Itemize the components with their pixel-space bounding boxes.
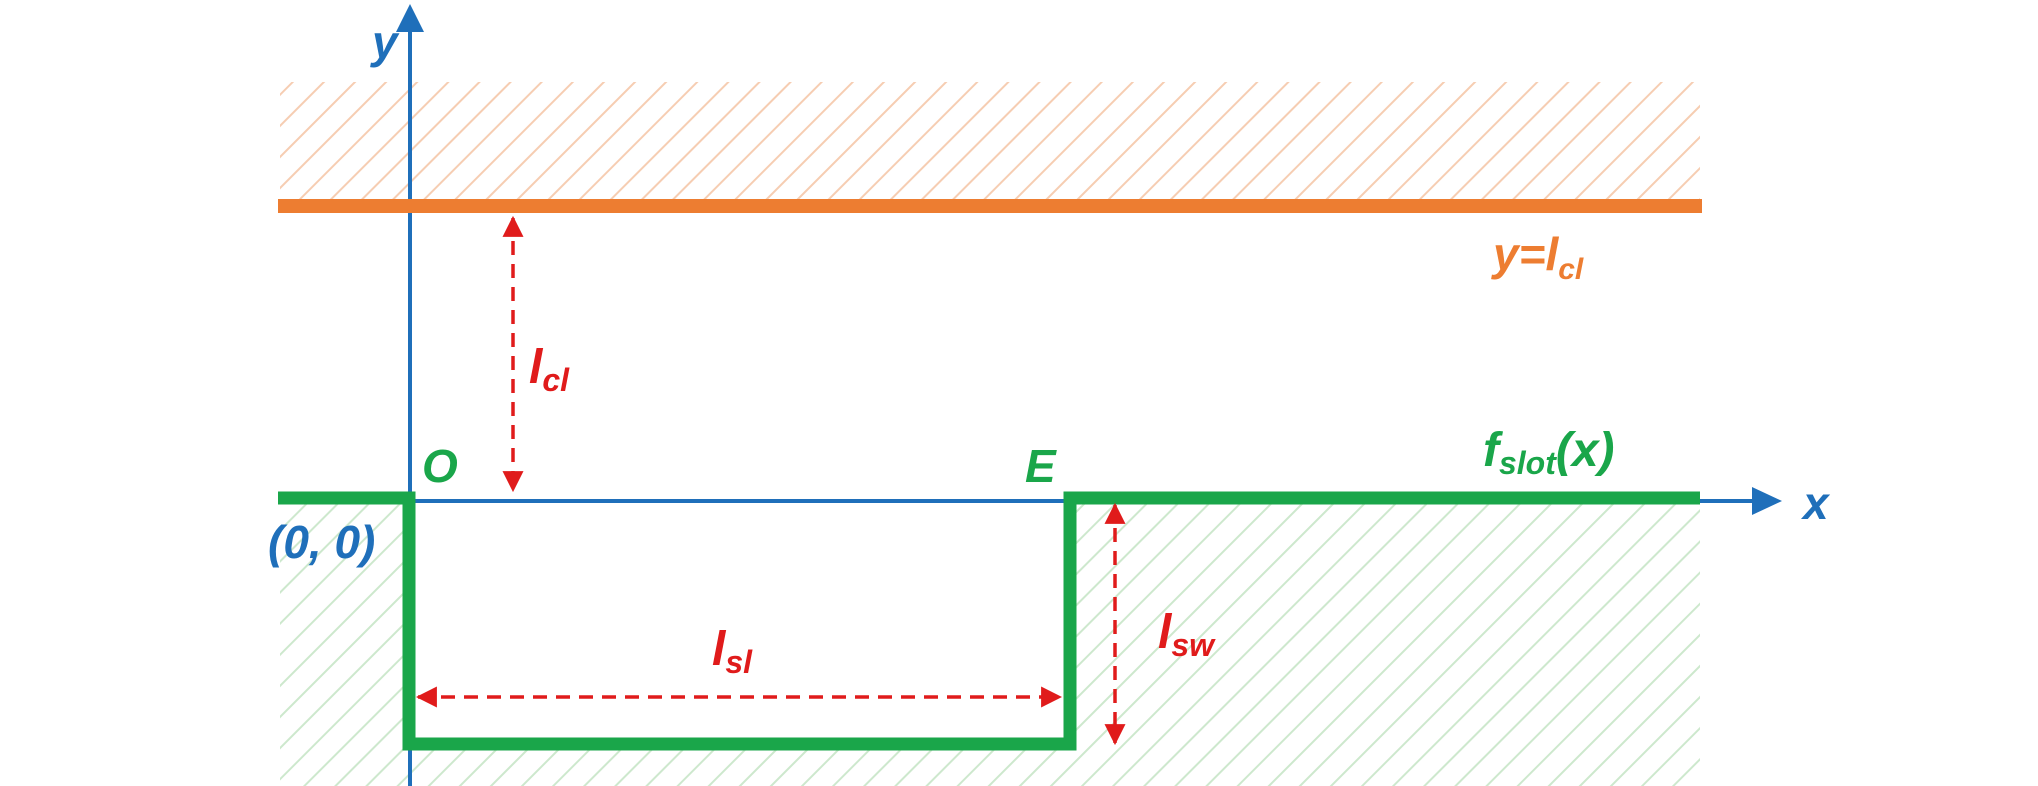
ceiling-equation-label: y=lcl — [1491, 228, 1584, 286]
ceiling-hatch-region — [280, 82, 1700, 206]
origin-coordinates-label: (0, 0) — [268, 516, 375, 568]
slot-function-label: fslot(x) — [1483, 424, 1615, 481]
slot-length-label-main: l — [712, 623, 727, 676]
slot-function-main: f — [1483, 424, 1503, 477]
slot-function-subscript: slot — [1499, 445, 1557, 481]
x-axis-label: x — [1800, 477, 1831, 529]
ceiling-equation-subscript: cl — [1558, 253, 1584, 286]
y-axis-label: y — [370, 16, 400, 68]
slot-width-label-subscript: sw — [1171, 627, 1216, 663]
slot-length-label: lsl — [712, 623, 753, 680]
origin-label: O — [422, 440, 458, 492]
slot-width-label-main: l — [1158, 606, 1173, 659]
ceiling-equation-main: y=l — [1491, 228, 1559, 280]
clearance-label-main: l — [529, 341, 544, 394]
slot-hatch-region — [280, 500, 1700, 786]
slot-length-label-subscript: sl — [725, 644, 753, 680]
end-point-label: E — [1025, 440, 1057, 492]
slot-profile — [278, 491, 1700, 751]
slot-function-argument: (x) — [1556, 424, 1615, 477]
clearance-label: lcl — [529, 341, 570, 398]
clearance-label-subscript: cl — [542, 362, 570, 398]
y-axis-arrowhead — [396, 4, 424, 32]
x-axis-arrowhead — [1752, 487, 1782, 515]
slot-width-label: lsw — [1158, 606, 1216, 663]
